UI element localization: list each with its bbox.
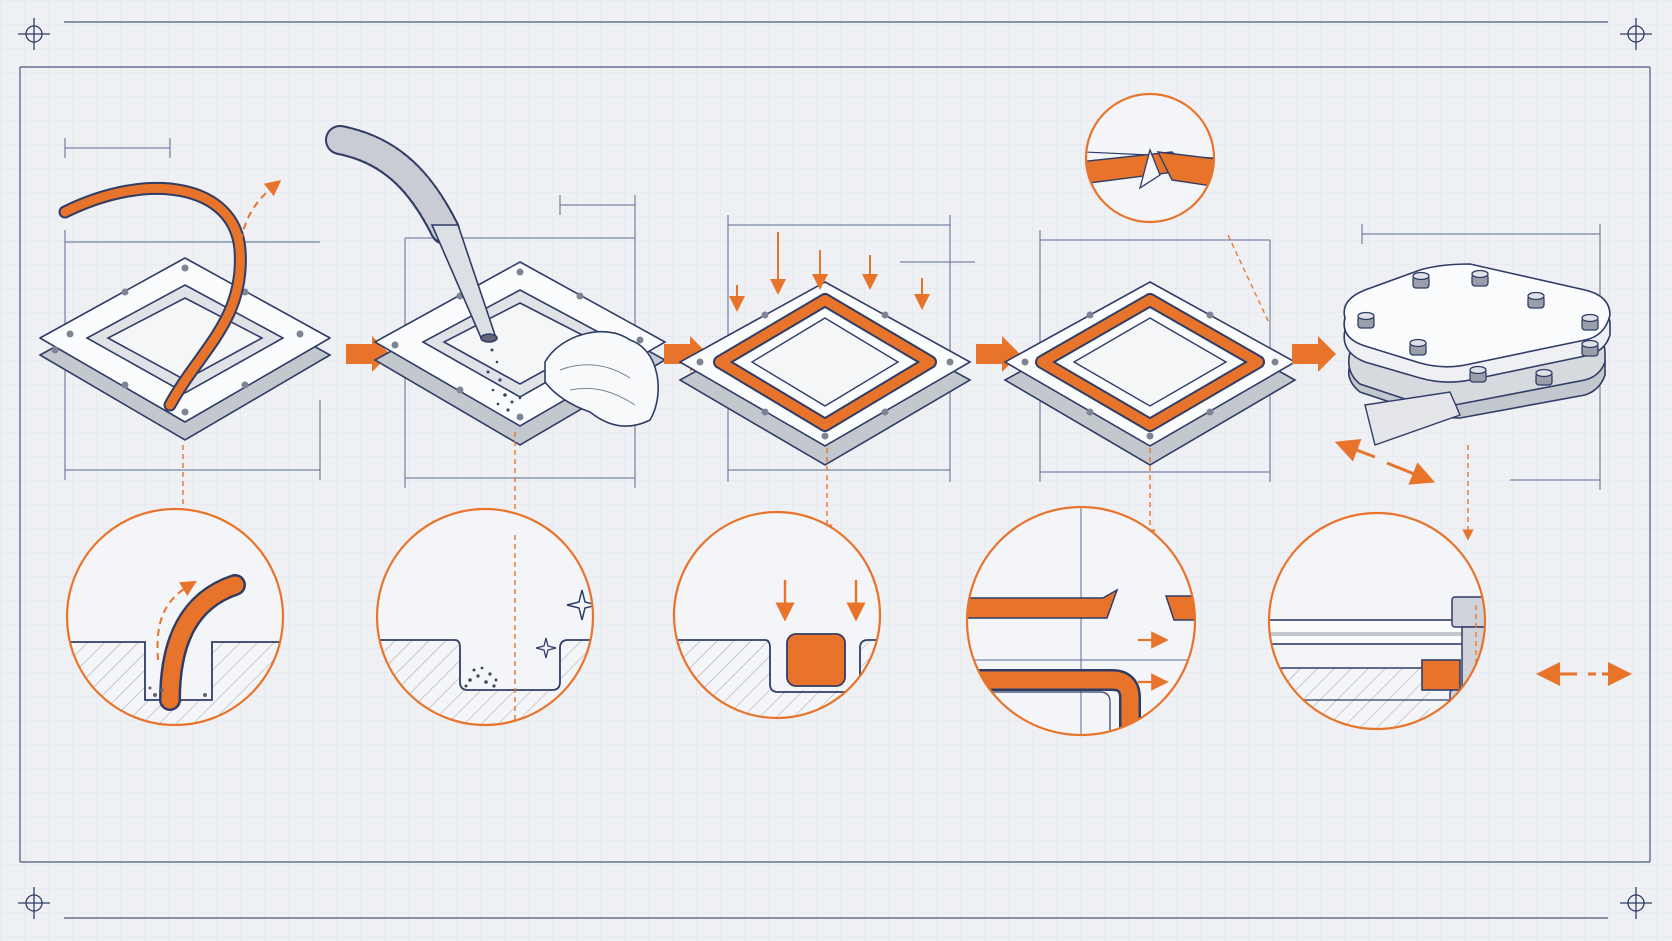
gasket-compressed-profile [1421,659,1461,691]
step-4-bolt-holes [1021,311,1279,440]
step-1-remove-old-gasket [38,138,332,727]
registration-mark-bottom-right [1620,887,1652,919]
top-detail-leader [1227,234,1271,326]
step-3-seat-new-gasket [672,215,975,720]
registration-marks [18,18,1652,919]
cleaning-cloth-icon [544,331,659,427]
sparkle-icon [566,589,593,621]
registration-mark-top-left [18,18,50,50]
gasket-end-right [1156,151,1214,189]
step-4-top-detail-view [1084,92,1216,224]
step-2-clean-groove [325,125,667,727]
step-5-bolt-cover-and-test [1267,224,1632,731]
test-motion-arrows [1334,439,1436,485]
press-down-arrows [729,232,930,312]
cover-bolts [1357,269,1599,386]
gasket-strip-upper-left [967,588,1119,619]
step-3-detail-view [672,510,882,720]
cover-plate-assembly [1343,263,1611,419]
registration-mark-bottom-left [18,887,50,919]
step-3-bolt-holes [696,311,954,440]
step-2-bolt-holes [391,268,644,421]
step-2-detail-view [375,507,595,727]
vacuum-hose-icon [325,125,498,343]
seated-gasket-profile [786,633,846,687]
step-1-detail-view [65,507,285,727]
step-4-join-gasket-ends [965,92,1297,737]
step-arrow-4 [1292,336,1336,372]
feeler-gauge-icon [1364,391,1461,446]
sparkle-icon [535,637,557,659]
registration-mark-top-right [1620,18,1652,50]
step-4-detail-view [965,505,1197,737]
debris-particles [486,348,522,412]
drawing-frame [19,21,1651,919]
